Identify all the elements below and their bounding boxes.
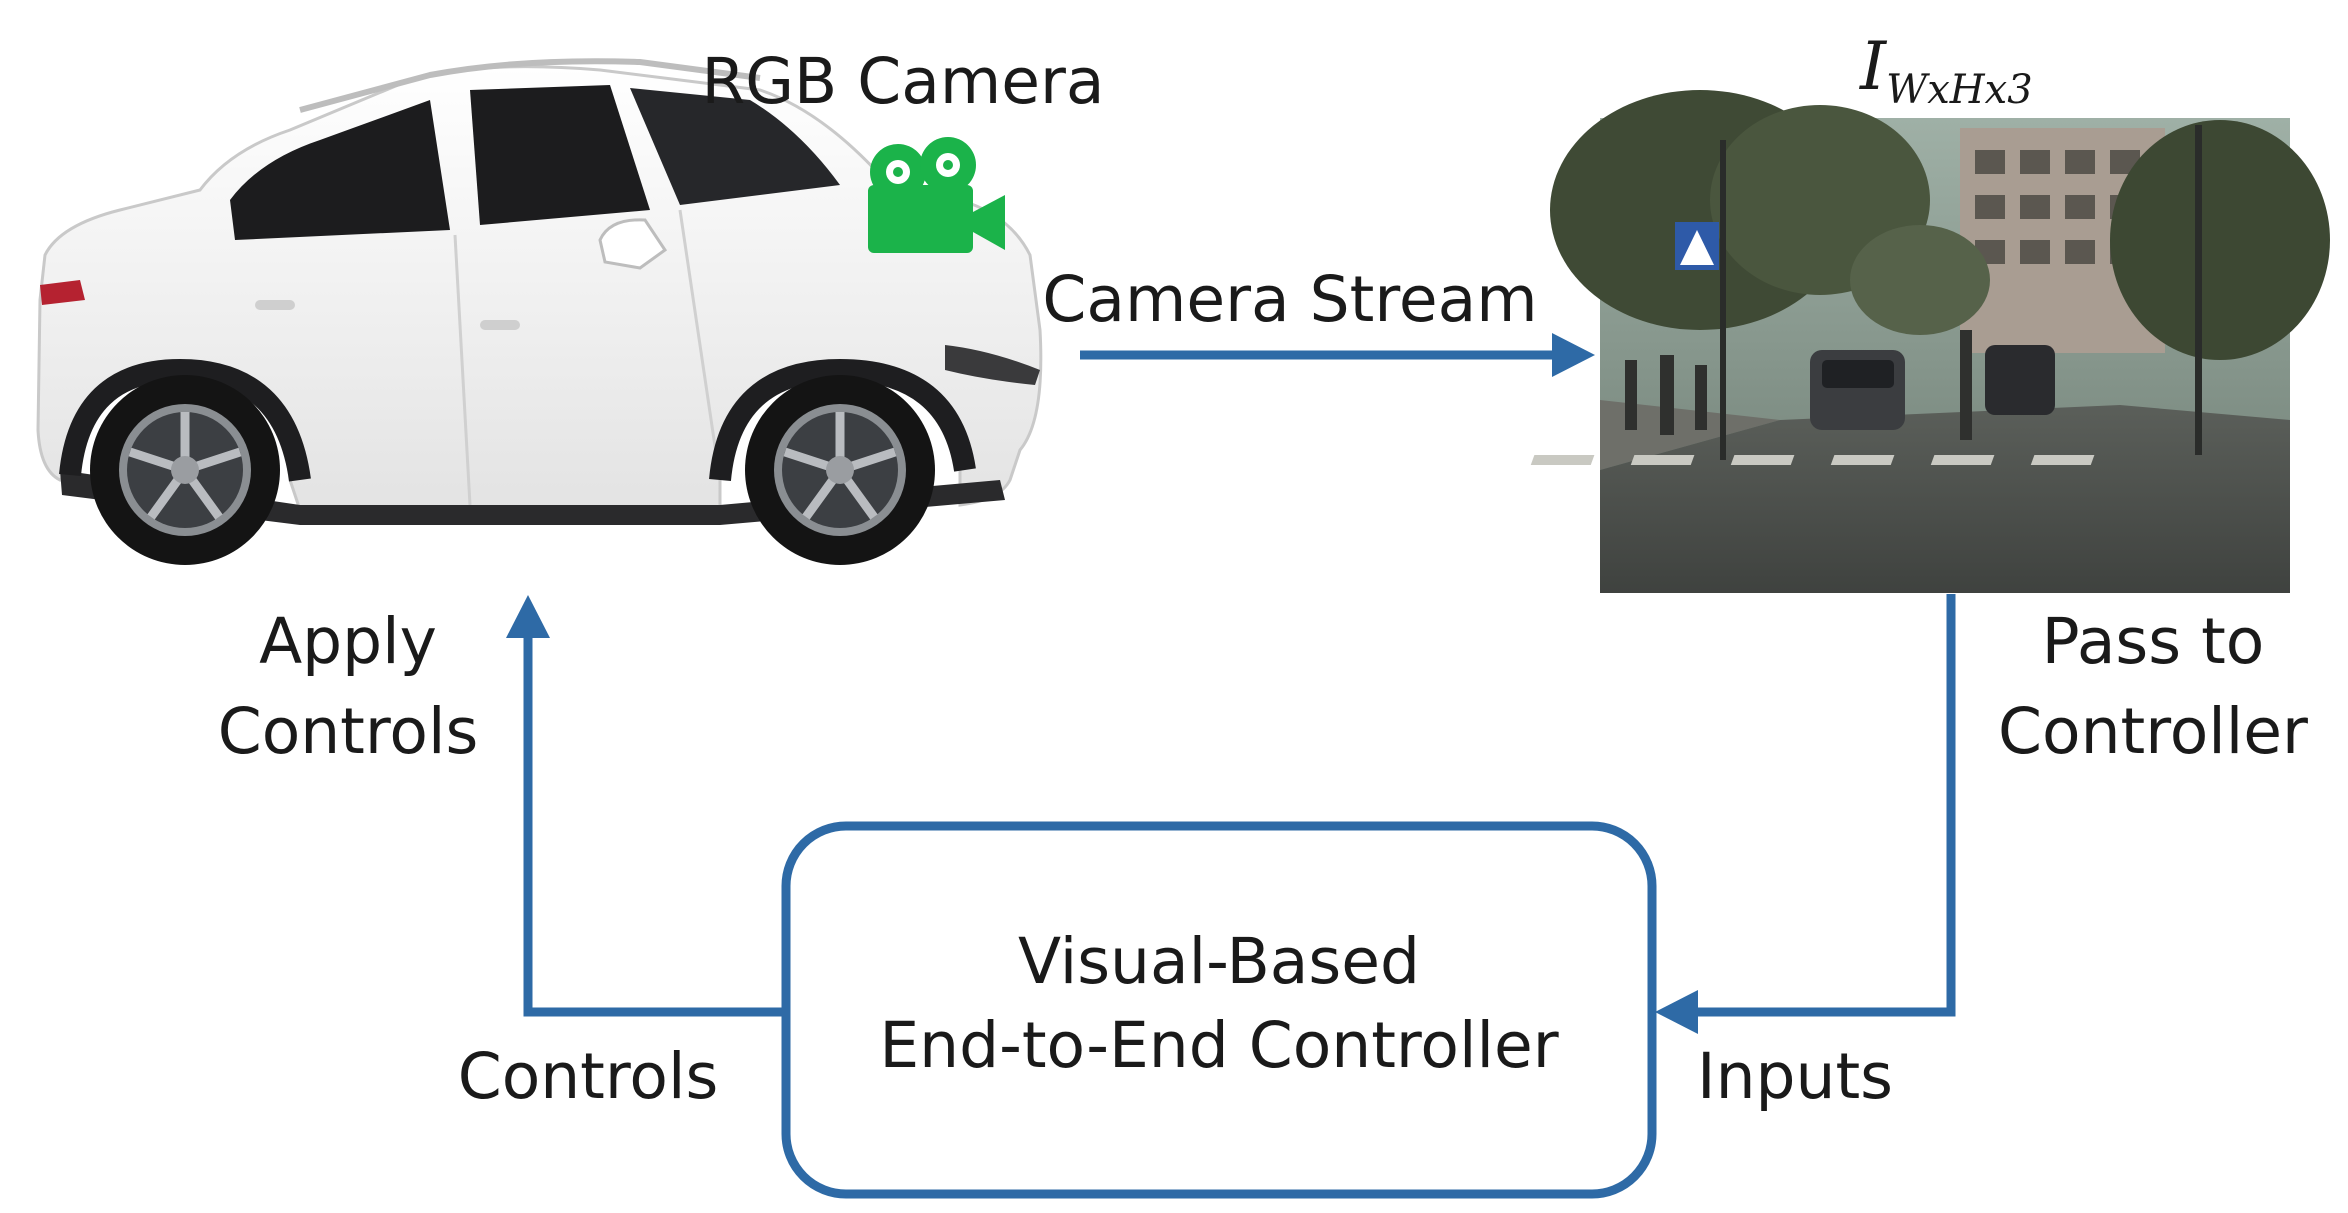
- pass-to-label-line1: Pass to: [2041, 605, 2265, 678]
- image-symbol: IWxHx3: [1860, 28, 2033, 113]
- controller-box: [781, 821, 1657, 1199]
- inputs-label: Inputs: [1697, 1040, 1893, 1113]
- street-scene-photo: [1530, 90, 2330, 593]
- inputs-arrow: [1655, 594, 1956, 1034]
- controller-box-label: Visual-Based End-to-End Controller: [786, 920, 1652, 1088]
- pass-to-label-line2: Controller: [1998, 695, 2308, 768]
- video-camera-icon: [868, 137, 1005, 253]
- controller-label-line1: Visual-Based: [1018, 925, 1420, 998]
- rgb-camera-label: RGB Camera: [701, 45, 1105, 118]
- car-image: [36, 58, 1043, 565]
- apply-controls-label-line2: Controls: [217, 695, 479, 768]
- image-symbol-subscript: WxHx3: [1886, 67, 2033, 113]
- camera-stream-arrow: [1080, 333, 1595, 377]
- front-wheel: [745, 375, 935, 565]
- controls-label: Controls: [457, 1040, 719, 1113]
- apply-controls-arrow: [506, 595, 782, 1017]
- camera-stream-label: Camera Stream: [1042, 263, 1538, 336]
- image-symbol-main: I: [1860, 28, 1887, 105]
- rear-wheel: [90, 375, 280, 565]
- controller-label-line2: End-to-End Controller: [879, 1008, 1559, 1082]
- apply-controls-label-line1: Apply: [259, 605, 437, 678]
